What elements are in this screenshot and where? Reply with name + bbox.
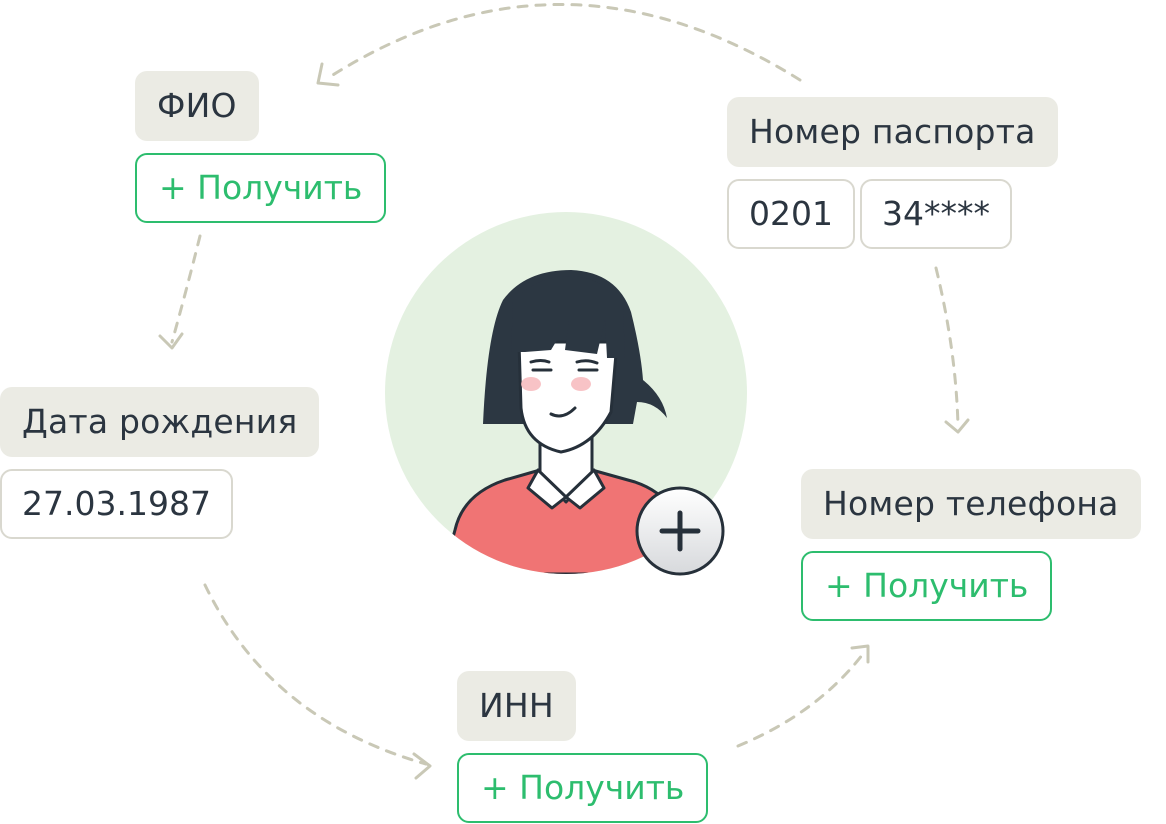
avatar-collar-right — [564, 468, 606, 510]
inn-label: ИНН — [457, 671, 576, 741]
avatar-blush-left — [521, 377, 541, 391]
fio-label: ФИО — [135, 71, 259, 141]
arrow-inn-to-phone — [736, 648, 868, 748]
avatar-brow-right — [575, 359, 599, 365]
arrow-fio-to-birth-date — [170, 234, 202, 344]
avatar-bangs — [511, 276, 625, 358]
user-avatar — [385, 212, 747, 574]
avatar-blush-right — [571, 377, 591, 391]
passport-label: Номер паспорта — [727, 97, 1058, 167]
arrow-passport-to-fio — [326, 3, 802, 82]
arrow-birth-date-to-inn — [203, 583, 428, 766]
avatar-collar-left — [526, 468, 568, 510]
birth-date-value: 27.03.1987 — [0, 469, 233, 539]
arrow-passport-to-phone — [934, 266, 960, 428]
passport-series-value: 0201 — [727, 179, 855, 249]
phone-get-button[interactable]: + Получить — [801, 551, 1053, 621]
inn-get-button[interactable]: + Получить — [457, 753, 709, 823]
avatar-mouth — [549, 406, 577, 418]
arrowhead-phone — [850, 644, 870, 664]
add-photo-button[interactable] — [634, 485, 726, 577]
avatar-brow-left — [529, 359, 551, 364]
birth-date-label: Дата рождения — [0, 387, 320, 457]
arrowhead-inn — [412, 752, 432, 780]
plus-icon — [659, 510, 701, 552]
arrowhead-birth-date — [158, 332, 184, 350]
phone-label: Номер телефона — [801, 469, 1141, 539]
fio-get-button[interactable]: + Получить — [135, 153, 387, 223]
arrowhead-phone-right — [944, 418, 970, 434]
arrowhead-fio — [316, 62, 340, 87]
passport-number-value: 34**** — [860, 179, 1012, 249]
